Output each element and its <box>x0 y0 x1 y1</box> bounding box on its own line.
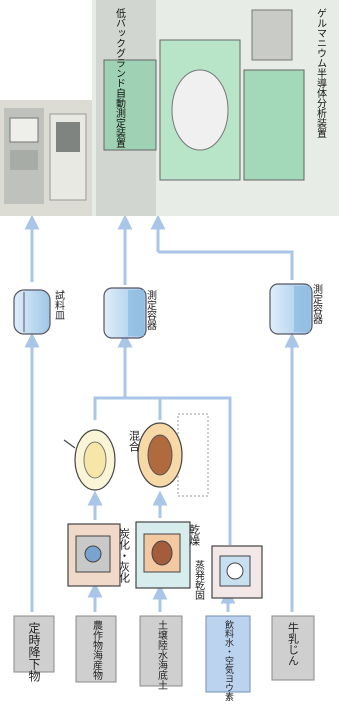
source-crops-label: 農作物海産物 <box>91 619 103 681</box>
measuring-cup-icon-2 <box>270 284 312 334</box>
source-soil: 土壌陸水海底土 <box>140 616 182 690</box>
petri-dish-icon <box>14 290 50 334</box>
source-water-label: 飲料水・空気ヨウ素 <box>223 619 234 701</box>
step-dry-label: 乾燥 <box>188 524 201 547</box>
step-mix-label: 混合 <box>128 430 141 452</box>
source-soil-label: 土壌陸水海底土 <box>156 619 168 690</box>
lab-photo-beta <box>0 100 92 216</box>
step-evaporate-label: 蒸発乾固 <box>193 560 205 601</box>
source-milk-label: 牛乳じん <box>287 621 300 666</box>
step-container-2-label: 測定容器 <box>311 283 323 325</box>
evaporator-icon <box>212 546 262 598</box>
dryer-icon <box>136 522 190 588</box>
lab-photo-gamma <box>92 0 339 216</box>
source-milk: 牛乳じん <box>272 616 314 680</box>
measuring-cup-icon <box>104 288 146 338</box>
mixing-bowl-icon <box>138 414 208 496</box>
step-sample-dish-label: 試料皿 <box>53 289 65 320</box>
source-crops: 農作物海産物 <box>76 616 116 682</box>
kettle-icon <box>64 430 115 490</box>
source-fallout-label: 定時降下物 <box>27 621 41 682</box>
step-container-1-label: 測定容器 <box>145 289 157 331</box>
furnace-icon <box>68 524 120 586</box>
instrument-beta-label: 低バックグランド自動測定装置 <box>114 7 126 148</box>
source-fallout: 定時降下物 <box>14 616 54 682</box>
source-water: 飲料水・空気ヨウ素 <box>206 616 250 701</box>
step-carbonize-label: 炭化・灰化 <box>118 528 131 584</box>
instrument-gamma-label: ゲルマニウム半導体分析装置 <box>315 8 327 138</box>
